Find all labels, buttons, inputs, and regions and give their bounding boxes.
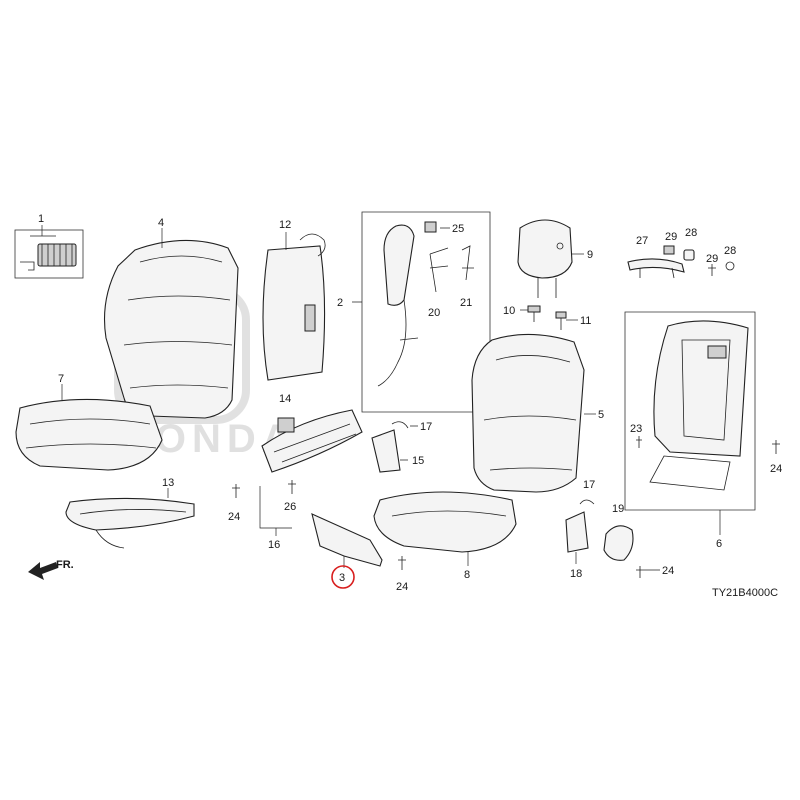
callout-16: 16 xyxy=(268,539,280,551)
callout-10: 10 xyxy=(503,305,515,317)
callout-24c: 24 xyxy=(396,581,408,593)
part-19-side-cover xyxy=(603,525,634,561)
part-8-cushion-pad xyxy=(373,491,517,566)
callout-17b: 17 xyxy=(583,479,595,491)
part-15-bracket xyxy=(371,421,418,473)
callout-28b: 28 xyxy=(724,245,736,257)
part-24-screw-right xyxy=(772,440,780,454)
callout-13: 13 xyxy=(162,477,174,489)
callout-26: 26 xyxy=(284,501,296,513)
callout-4: 4 xyxy=(158,217,164,229)
part-7-cushion-cover xyxy=(15,384,163,471)
callout-19: 19 xyxy=(612,503,624,515)
part-2-side-airbag-group xyxy=(352,211,491,413)
callout-28a: 28 xyxy=(685,227,697,239)
callout-17a: 17 xyxy=(420,421,432,433)
part-3-trim-cover xyxy=(311,513,383,589)
part-24-screw-center xyxy=(398,556,406,570)
callout-21: 21 xyxy=(460,297,472,309)
part-12-back-pad xyxy=(262,232,326,381)
callout-24a: 24 xyxy=(770,463,782,475)
callout-11: 11 xyxy=(580,315,591,327)
part-18-bracket xyxy=(565,499,595,564)
part-9-headrest xyxy=(517,219,584,298)
part-26-bolt xyxy=(288,480,296,494)
callout-14: 14 xyxy=(279,393,291,405)
part-1-clips xyxy=(14,225,84,279)
callout-9: 9 xyxy=(587,249,593,261)
part-27-28-29-trim xyxy=(627,245,735,279)
callout-7: 7 xyxy=(58,373,64,385)
part-24-screw-lower xyxy=(636,566,660,578)
part-13-heater-mat xyxy=(65,488,195,549)
callout-29b: 29 xyxy=(706,253,718,265)
callout-12: 12 xyxy=(279,219,291,231)
diagram-code: TY21B4000C xyxy=(712,587,778,599)
callout-18: 18 xyxy=(570,568,582,580)
callout-3: 3 xyxy=(339,572,345,584)
callout-15: 15 xyxy=(412,455,424,467)
part-4-seatback-cover xyxy=(103,228,239,419)
callout-24d: 24 xyxy=(662,565,674,577)
callout-25: 25 xyxy=(452,223,464,235)
callout-23: 23 xyxy=(630,423,642,435)
callout-5: 5 xyxy=(598,409,604,421)
callout-20: 20 xyxy=(428,307,440,319)
part-16-seat-track xyxy=(259,409,363,536)
part-3-highlight-ring xyxy=(331,565,355,589)
part-10-bolt xyxy=(520,305,541,322)
callout-8: 8 xyxy=(464,569,470,581)
callout-6: 6 xyxy=(716,538,722,550)
part-23-screw xyxy=(636,436,642,448)
callout-1: 1 xyxy=(38,213,44,225)
callout-29a: 29 xyxy=(665,231,677,243)
callout-24b: 24 xyxy=(228,511,240,523)
front-direction-label: FR. xyxy=(56,559,74,571)
front-direction-arrow: FR. xyxy=(28,559,74,580)
callout-2: 2 xyxy=(337,297,343,309)
part-11-bolt xyxy=(555,311,578,330)
part-5-seatback xyxy=(471,333,596,493)
part-6-seatback-frame xyxy=(624,311,756,535)
part-24-screw-left xyxy=(232,484,240,498)
callout-27: 27 xyxy=(636,235,648,247)
